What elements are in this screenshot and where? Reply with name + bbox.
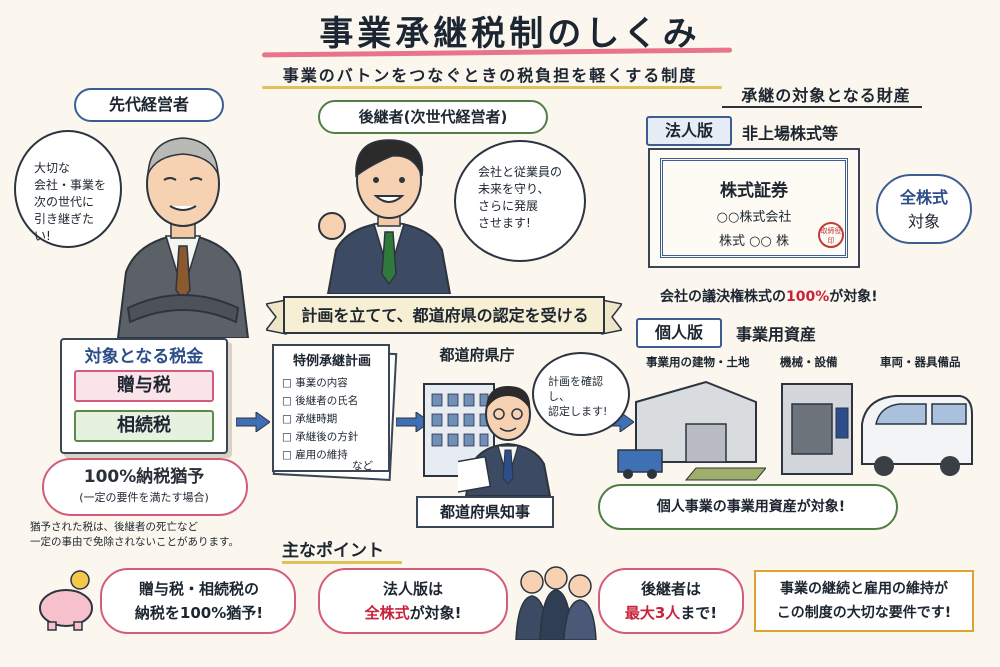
three-successors-icon bbox=[515, 566, 597, 640]
asset-building-label: 事業用の建物・土地 bbox=[646, 355, 750, 369]
page-title: 事業承継税制のしくみ bbox=[319, 14, 701, 54]
corporate-note-percent: 100% bbox=[786, 289, 830, 305]
point-2-line-2: 全株式が対象! bbox=[318, 602, 508, 623]
inheritance-tax-label: 相続税 bbox=[74, 410, 214, 442]
corporate-note: 会社の議決権株式の100%が対象! bbox=[660, 286, 960, 306]
successor-speech-bubble: 会社と従業員の 未来を守り、 さらに発展 させます! bbox=[454, 140, 586, 262]
seal-icon: 取締役印 bbox=[818, 222, 844, 248]
checklist-item: 承継時期 bbox=[282, 410, 392, 428]
note-line: 猶予された税は、後継者の死亡など bbox=[30, 521, 198, 533]
checklist-item: 承継後の方針 bbox=[282, 428, 392, 446]
point-3-line-2: 最大3人まで! bbox=[598, 602, 744, 623]
speech-line: 次の世代に bbox=[34, 195, 95, 209]
warehouse-icon bbox=[617, 380, 766, 481]
point-4-line-1: 事業の継続と雇用の維持が bbox=[780, 581, 948, 597]
page-subtitle: 事業のバトンをつなぐときの税負担を軽くする制度 bbox=[282, 66, 698, 85]
individual-note: 個人事業の事業用資産が対象! bbox=[656, 499, 846, 515]
point-2-line-1: 法人版は bbox=[382, 580, 443, 598]
point-3-highlight: 最大3人 bbox=[624, 604, 681, 622]
successor-illustration bbox=[314, 134, 464, 294]
speech-line: 大切な bbox=[34, 161, 71, 175]
checklist-item: 後継者の氏名 bbox=[282, 392, 392, 410]
piggy-bank-icon bbox=[39, 570, 93, 631]
plan-banner-ribbon bbox=[266, 296, 622, 335]
point-1-line-1: 贈与税・相続税の bbox=[138, 580, 259, 598]
gift-tax-label: 贈与税 bbox=[74, 370, 214, 402]
successor-label: 後継者(次世代経営者) bbox=[318, 100, 548, 134]
machine-icon bbox=[781, 383, 853, 475]
corporate-version-desc: 非上場株式等 bbox=[742, 124, 839, 143]
exemption-note: 猶予された税は、後継者の死亡など 一定の事由で免除されないことがあります。 bbox=[30, 520, 270, 550]
individual-version-desc: 事業用資産 bbox=[736, 325, 817, 344]
assets-underline bbox=[722, 106, 922, 108]
point-cloud bbox=[100, 568, 296, 634]
certificate-shares: 株式 ○○ 株 bbox=[719, 234, 789, 249]
target-text: 対象 bbox=[907, 212, 940, 231]
grace-title: 100%納税猶予 bbox=[83, 467, 205, 487]
speech-line: 未来を守り、 bbox=[478, 182, 550, 196]
asset-vehicle-label: 車両・器具備品 bbox=[880, 355, 961, 369]
point-3-rest: まで! bbox=[680, 604, 718, 622]
point-2-rest: が対象! bbox=[409, 604, 462, 622]
points-underline bbox=[282, 561, 402, 564]
governor-speech-bubble: 計画を確認し、 認定します! bbox=[532, 352, 630, 436]
point-1-line-2: 納税を100%猶予! bbox=[134, 604, 264, 622]
van-icon bbox=[861, 395, 973, 476]
point-3-line-1: 後継者は bbox=[640, 580, 701, 598]
all-shares-cloud bbox=[876, 174, 972, 244]
point-box bbox=[754, 570, 974, 632]
corporate-note-post: が対象! bbox=[829, 289, 878, 305]
tax-box-title: 対象となる税金 bbox=[84, 347, 204, 367]
checklist-item: 雇用の維持 bbox=[282, 446, 392, 464]
points-title: 主なポイント bbox=[282, 541, 384, 561]
point-cloud bbox=[318, 568, 508, 634]
flow-arrow-icon bbox=[236, 412, 270, 432]
point-4-line-2: この制度の大切な要件です! bbox=[776, 605, 952, 621]
asset-machine-label: 機械・設備 bbox=[780, 355, 838, 369]
note-line: 一定の事由で免除されないことがあります。 bbox=[30, 536, 239, 548]
predecessor-label: 先代経営者 bbox=[74, 88, 224, 122]
certificate-title: 株式証券 bbox=[720, 181, 788, 201]
speech-line: 会社・事業を bbox=[34, 178, 107, 192]
grace-condition: (一定の要件を満たす場合) bbox=[79, 491, 209, 504]
speech-line: 引き継ぎたい! bbox=[34, 212, 95, 243]
governor-nameplate: 都道府県知事 bbox=[416, 496, 554, 528]
subtitle-underline bbox=[262, 86, 722, 89]
individual-version-tag: 個人版 bbox=[636, 318, 722, 348]
predecessor-speech-bubble: 大切な 会社・事業を 次の世代に 引き継ぎたい! bbox=[14, 130, 122, 248]
stock-certificate bbox=[648, 148, 860, 268]
speech-line: さらに発展 bbox=[478, 199, 539, 213]
grace-cloud bbox=[42, 458, 248, 516]
individual-note-cloud bbox=[598, 484, 898, 530]
certificate-border bbox=[660, 158, 848, 258]
prefecture-office-label: 都道府県庁 bbox=[439, 346, 515, 364]
point-2-highlight: 全株式 bbox=[364, 604, 410, 622]
assets-heading: 承継の対象となる財産 bbox=[741, 86, 911, 105]
speech-line: 会社と従業員の bbox=[478, 165, 563, 179]
corporate-version-tag: 法人版 bbox=[646, 116, 732, 146]
certificate-company: ○○株式会社 bbox=[716, 210, 792, 225]
predecessor-illustration bbox=[108, 122, 258, 338]
all-shares-text: 全株式 bbox=[899, 188, 948, 207]
checklist-item: 事業の内容 bbox=[282, 374, 392, 392]
plan-checklist: 事業の内容 後継者の氏名 承継時期 承継後の方針 雇用の維持 bbox=[282, 374, 392, 464]
point-cloud bbox=[598, 568, 744, 634]
plan-etc: など bbox=[352, 460, 373, 472]
speech-line: させます! bbox=[478, 216, 531, 230]
speech-line: 計画を確認し、 bbox=[548, 375, 603, 403]
corporate-note-pre: 会社の議決権株式の bbox=[660, 289, 786, 305]
plan-title: 特例承継計画 bbox=[292, 354, 371, 369]
plan-banner-text: 計画を立てて、都道府県の認定を受ける bbox=[301, 306, 589, 325]
speech-line: 認定します! bbox=[548, 405, 608, 418]
governor-illustration bbox=[458, 380, 558, 496]
